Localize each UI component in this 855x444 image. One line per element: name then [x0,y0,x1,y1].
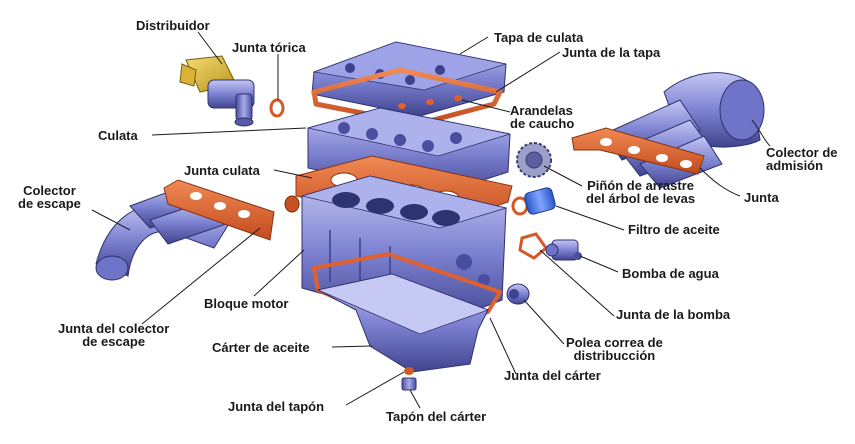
leader-junta [699,167,741,197]
valve-cover-gasket-part [311,67,503,127]
leader-pinon [543,165,583,187]
label-tapon-carter: Tapón del cárter [386,409,487,424]
leader-colector-escape [91,209,131,231]
water-pump-part [545,239,582,261]
label-filtro-aceite: Filtro de aceite [628,222,720,237]
label-bomba-agua: Bomba de agua [622,266,719,281]
timing-pulley-part [506,283,530,305]
drain-plug-part [401,377,417,391]
leader-junta-bomba [539,249,615,317]
leader-bloque-motor [253,249,305,297]
leader-junta-tapa [495,51,561,93]
leader-lines [91,31,771,409]
drain-plug-washer-part [404,367,414,375]
leader-arandelas [461,99,511,113]
label-distribuidor: Distribuidor [136,18,210,33]
block-plug-part [284,195,300,213]
label-junta-culata: Junta culata [184,163,260,178]
water-pump-gasket-part [518,232,549,260]
rubber-washers-part [398,95,462,109]
label-junta: Junta [744,190,779,205]
leader-polea [523,299,565,345]
label-junta-tapa: Junta de la tapa [562,45,661,60]
label-culata: Culata [98,128,138,143]
label-junta-torica: Junta tórica [232,40,306,55]
leader-junta-carter [489,317,517,375]
leader-junta-colector [141,227,261,325]
leader-junta-culata [273,169,313,179]
label-junta-carter: Junta del cárter [504,368,601,383]
camshaft-sprocket-part [516,142,552,178]
distributor-part [179,55,255,127]
label-carter-aceite: Cárter de aceite [212,340,310,355]
leader-filtro-aceite [555,205,625,231]
leader-colector-admision [751,119,771,147]
leader-distribuidor [197,31,223,65]
o-ring-part [269,98,285,118]
leader-bomba-agua [579,255,619,273]
oil-sump-part [316,273,490,373]
label-bloque-motor: Bloque motor [204,296,289,311]
label-junta-bomba: Junta de la bomba [616,307,731,322]
leader-carter-aceite [331,345,373,348]
valve-cover-part [311,41,507,117]
oil-filter-part [511,187,556,216]
intake-gasket-part [571,127,705,175]
leader-tapon-carter [409,389,421,409]
leader-tapa-culata [459,36,489,55]
leader-junta-tapon [345,371,405,406]
exhaust-gasket-part [163,179,275,241]
label-junta-tapon: Junta del tapón [228,399,325,414]
label-tapa-culata: Tapa de culata [494,30,584,45]
leader-culata [151,127,307,136]
